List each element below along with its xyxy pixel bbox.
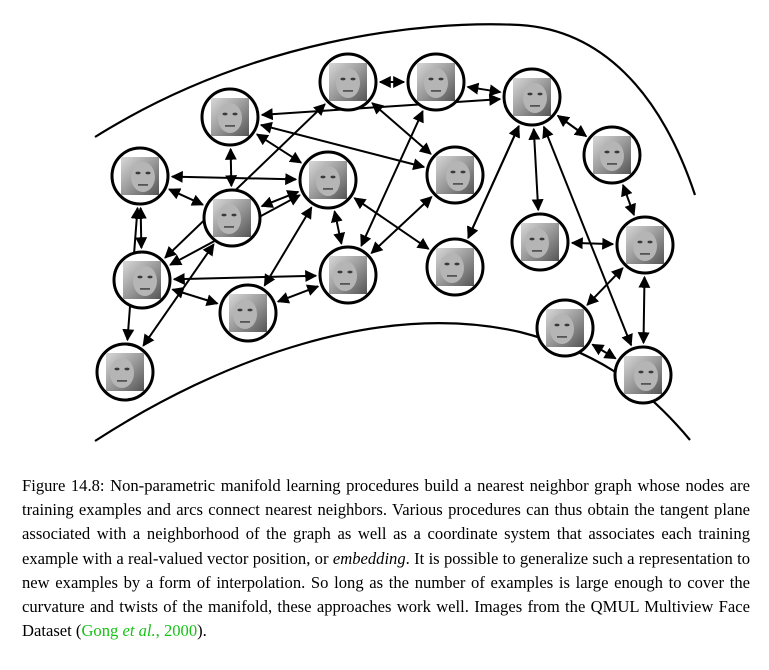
citation-year: 2000 [163,621,198,641]
face-photo-icon [211,98,249,136]
graph-edge [224,147,238,188]
manifold-graph-figure [94,23,697,442]
graph-edge [360,110,424,247]
citation-separator: , [155,621,164,641]
caption-emphasis: embedding [332,548,406,568]
graph-node [318,52,378,112]
graph-edge [542,125,633,347]
graph-edge [168,188,204,206]
graph-edge [466,82,502,97]
citation-author: Gong [81,621,119,641]
face-photo-icon [436,248,474,286]
face-photo-icon [436,156,474,194]
graph-edge [134,206,148,250]
graph-node [425,145,485,205]
graph-edge [637,275,651,345]
face-photo-icon [106,353,144,391]
caption-text-part1: Non-parametric manifold learning procedu… [22,476,750,568]
caption-text-part3: ). [197,621,207,641]
caption-text-part2: . It is possible to generalize such a re… [22,548,750,641]
face-photo-icon [513,78,551,116]
graph-node [110,146,170,206]
face-photo-icon [329,63,367,101]
citation-etal: et al. [122,621,156,641]
graph-edge [172,270,318,285]
graph-node [200,87,260,147]
face-photo-icon [521,223,559,261]
graph-node [95,342,155,402]
graph-node [613,345,673,405]
graph-edge [570,237,615,250]
manifold-lower-boundary [94,322,691,442]
graph-node [112,250,172,310]
graph-edge [330,210,346,245]
face-photo-icon [123,261,161,299]
graph-node [218,283,278,343]
face-photo-icon [624,356,662,394]
graph-node [582,125,642,185]
graph-edge [621,183,636,217]
face-photo-icon [593,136,631,174]
citation-link[interactable]: Gong et al., 2000 [81,621,197,640]
graph-edge [591,343,617,360]
graph-node [298,150,358,210]
figure-caption: Figure 14.8: Non-parametric manifold lea… [22,474,750,643]
face-photo-icon [417,63,455,101]
face-photo-icon [213,199,251,237]
face-photo-icon [309,161,347,199]
graph-edge [556,114,588,138]
face-photo-icon [121,157,159,195]
graph-node [510,212,570,272]
graph-edge [586,267,624,306]
graph-edges [122,76,651,360]
caption-label: Figure 14.8: [22,476,105,495]
graph-node [502,67,562,127]
graph-edge [371,102,432,155]
graph-edge [528,127,544,212]
graph-edge [260,93,502,121]
graph-edge [171,286,219,307]
graph-node [318,245,378,305]
graph-edge [353,197,430,250]
graph-edge [467,125,520,239]
graph-node [202,188,262,248]
graph-node [615,215,675,275]
face-photo-icon [626,226,664,264]
graph-edge [170,170,298,186]
graph-node [406,52,466,112]
face-photo-icon [229,294,267,332]
graph-edge [276,284,320,304]
face-photo-icon [329,256,367,294]
face-photo-icon [546,309,584,347]
manifold-upper-boundary [94,23,697,196]
graph-nodes [95,52,675,405]
graph-node [425,237,485,297]
graph-edge [263,206,313,287]
graph-node [535,298,595,358]
